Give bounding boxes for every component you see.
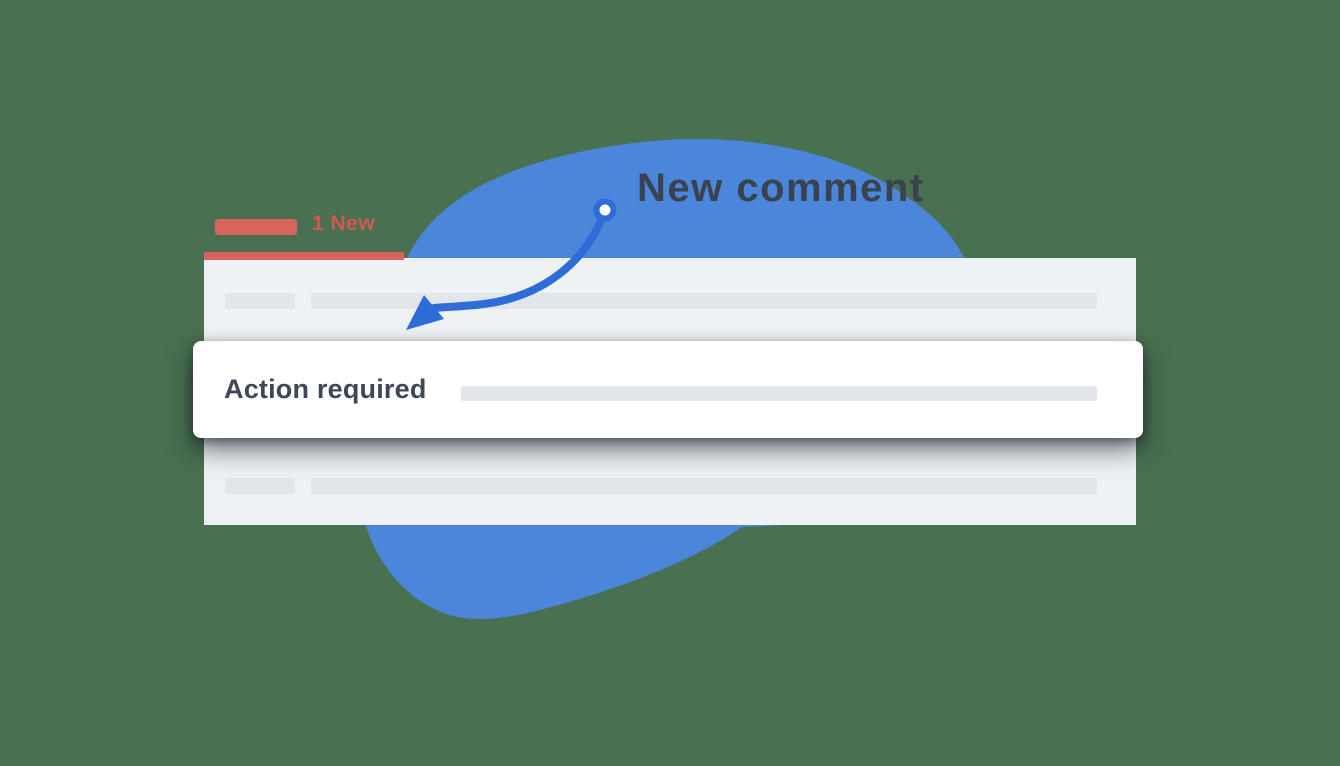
action-required-label: Action required: [224, 374, 427, 404]
new-comment-heading: New comment: [637, 166, 925, 210]
comment-origin-dot-icon: [593, 198, 617, 222]
card-placeholder-bar: [461, 386, 1097, 401]
row1-short-placeholder-bar: [225, 293, 295, 309]
row3-short-placeholder-bar: [225, 478, 295, 494]
row3-long-placeholder-bar: [311, 478, 1097, 494]
new-count-label[interactable]: 1 New: [312, 212, 376, 235]
row1-long-placeholder-bar: [311, 293, 1097, 309]
new-items-divider: [204, 252, 404, 260]
new-badge-bar: [215, 219, 297, 235]
action-required-card[interactable]: Action required: [193, 341, 1143, 438]
